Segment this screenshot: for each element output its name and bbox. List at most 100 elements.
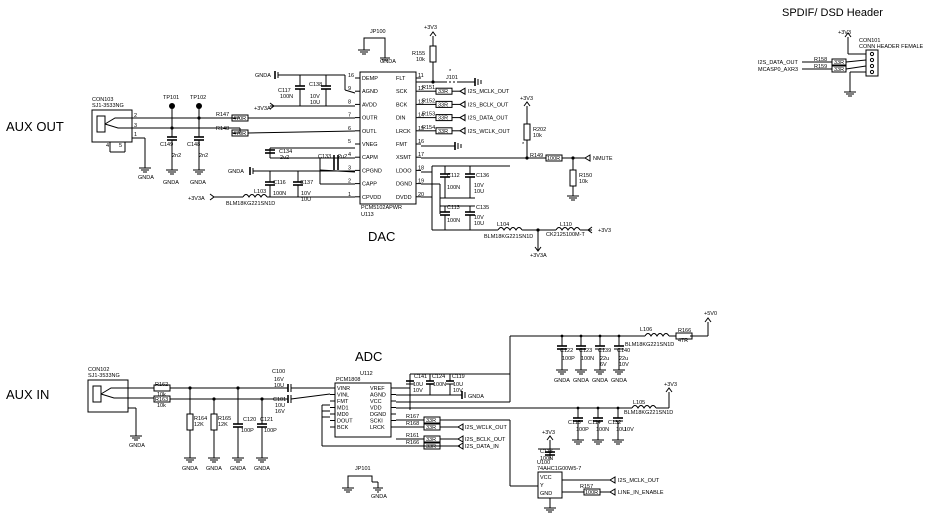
dac-net-label: I2S_BCLK_OUT	[468, 102, 509, 108]
dac-net-label: I2S_WCLK_OUT	[468, 129, 511, 135]
dac-left-pin-name: CAPP	[362, 182, 377, 188]
l110-inductor	[555, 227, 581, 231]
dac-right-pin-name: DGND	[396, 182, 412, 188]
spdif-r158-ref: R158	[814, 57, 827, 63]
dac-series-r-ref: R154	[422, 125, 435, 131]
adc-right-pin-name: DGND	[370, 412, 386, 418]
dac-right-pin-num: 17	[418, 152, 424, 158]
r155	[429, 45, 437, 63]
r202-ref: R202	[533, 127, 546, 133]
c113-ref: C113	[447, 205, 460, 211]
r149-val: 100R	[547, 156, 560, 162]
c136-ref: C136	[476, 173, 489, 179]
dac-right-pin-name: BCK	[396, 102, 408, 108]
c149-ref: C149	[160, 142, 173, 148]
spdif-con-desc: CONN HEADER FEMALE	[859, 44, 924, 50]
dac-gnda-label: GNDA	[255, 73, 271, 79]
dac-right-pin-num: 14	[418, 113, 424, 119]
c124-ref: C124	[432, 374, 445, 380]
r202-val: 10k	[533, 133, 542, 139]
r162-val: 10k	[157, 392, 166, 398]
l110-part: CK2125100M-T	[546, 232, 585, 238]
r165-val: 12K	[218, 422, 228, 428]
dac-series-r-ref: R152	[422, 98, 435, 104]
c135-a: 10V	[474, 215, 484, 221]
l104-inductor	[497, 227, 523, 231]
dac-right-pin-num: 19	[418, 179, 424, 185]
c149-val: 2n2	[172, 153, 181, 159]
r148-ref: R148	[216, 126, 229, 132]
dac-3v3-label: +3V3	[424, 25, 437, 31]
pcm5102a-chip	[359, 71, 417, 205]
r157-ref: R157	[580, 484, 593, 490]
dac-3v3a-label: +3V3A	[254, 106, 271, 112]
cap-5v-a: 22u	[619, 356, 628, 362]
c113-val: 100N	[447, 218, 460, 224]
adc-series-r-val: 33R	[426, 425, 436, 431]
cap-5v-gnda: GNDA	[611, 378, 627, 384]
adc-left-pin-name: VINL	[337, 393, 349, 399]
tp101-ref: TP101	[163, 95, 179, 101]
dac-left-pin-num: 1	[348, 192, 351, 198]
adc-5v0-label: +5V0	[704, 311, 717, 317]
dac-left-pin-name: AVDD	[362, 102, 377, 108]
adc-series-r-ref: R166	[406, 440, 419, 446]
dac-chip-part: PCM5102APWR	[361, 205, 402, 211]
c137-ref: C137	[300, 180, 313, 186]
adc-net-port	[457, 435, 464, 443]
adc-left-pin-name: FMT	[337, 399, 349, 405]
caps-5v-group: C122100PGNDAC123100NGNDAC13922u6VGNDAC14…	[554, 334, 630, 384]
dac-net-port	[459, 126, 466, 135]
r155-ref: R155	[412, 51, 425, 57]
adc-series-r-val: 33R	[426, 418, 436, 424]
dac-net-port	[459, 113, 466, 122]
l106-part: BLM18KG221SN1D	[625, 342, 674, 348]
l104-part: BLM18KG221SN1D	[484, 234, 533, 240]
r147-ref: R147	[216, 112, 229, 118]
c136-a: 10V	[474, 183, 484, 189]
cap-5v-ref: C140	[617, 348, 630, 354]
r166b-ref: R166	[678, 328, 691, 334]
l104-ref: L104	[497, 222, 509, 228]
r155-val: 10k	[416, 57, 425, 63]
cap-3v3-a: 100N	[596, 427, 609, 433]
cap-5v-gnda: GNDA	[592, 378, 608, 384]
adc-net-label: I2S_WCLK_OUT	[465, 425, 508, 431]
dac-series-r-ref: R151	[422, 85, 435, 91]
adc-chip-ref: U112	[360, 371, 373, 377]
u100-ref: U100	[537, 460, 550, 466]
nmute-net: NMUTE	[593, 156, 613, 162]
cap-5v-a: 100P	[562, 356, 575, 362]
c148-val: 2n2	[199, 153, 208, 159]
adc-series-r-val: 33R	[426, 444, 436, 450]
adc-chip-part: PCM1808	[336, 377, 360, 383]
dac-3v3-3: +3V3	[598, 228, 611, 234]
dac-series-r-val: 33R	[438, 102, 448, 108]
r165	[210, 413, 218, 431]
c121-val: 100P	[264, 428, 277, 434]
cap-3v3-a: 100P	[576, 427, 589, 433]
dac-left-pin-name: DEMP	[362, 76, 378, 82]
cap-3v3-a: 10U	[616, 427, 626, 433]
l105-inductor	[631, 405, 657, 409]
c100-a: 16V	[274, 377, 284, 383]
spdif-con-ref: CON101	[859, 38, 880, 44]
svg-text:1: 1	[134, 132, 137, 138]
cap-5v-b: 6V	[600, 362, 607, 368]
dac-left-pin-num: 6	[348, 126, 351, 132]
c100-ref: C100	[272, 369, 285, 375]
adc-right-pin-name: AGND	[370, 393, 386, 399]
dac-series-r-ref: R153	[422, 112, 435, 118]
l106-inductor	[644, 333, 670, 337]
c138-ref: C138	[309, 82, 322, 88]
con103-jack	[91, 109, 133, 143]
dac-left-pin-num: 5	[348, 139, 351, 145]
dac-net-port	[459, 100, 466, 109]
adc-net-port	[457, 442, 464, 450]
adc-left-pin-name: BCK	[337, 425, 349, 431]
dac-left-pin-num: 3	[348, 165, 351, 171]
adc-right-pin-name: VREF	[370, 386, 385, 392]
c119-b: 10V	[453, 388, 463, 394]
